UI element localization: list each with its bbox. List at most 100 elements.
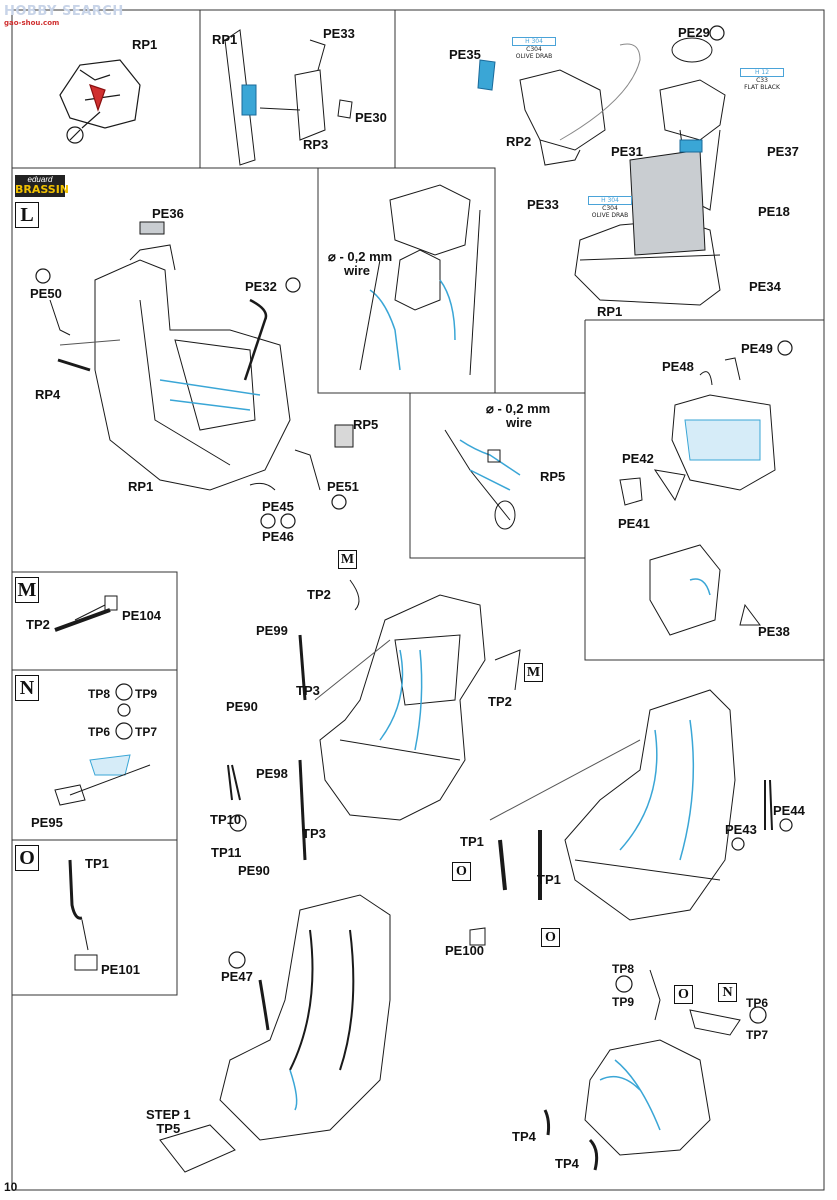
wire-note-1: ⌀ - 0,2 mm wire: [328, 250, 392, 278]
label-tp10: TP10: [210, 812, 242, 827]
label-pe100: PE100: [445, 943, 485, 958]
step-o-detail-drawing: [68, 859, 98, 971]
label-tp4-a: TP4: [512, 1129, 536, 1144]
label-pe99: PE99: [256, 623, 288, 638]
label-pe50: PE50: [30, 286, 62, 301]
label-pe29: PE29: [678, 25, 710, 40]
step1-callout: STEP 1 TP5: [146, 1108, 191, 1136]
label-pe101: PE101: [101, 962, 141, 977]
paint-callout-olive-drab-1: H 304 C304 OLIVE DRAB: [512, 37, 556, 60]
paint-code: H 12: [740, 68, 784, 77]
label-pe31: PE31: [611, 144, 643, 159]
watermark-text: HOBBY SEARCH: [4, 4, 124, 19]
seat-drawing-right-mid: [619, 357, 776, 636]
label-pe33-b: PE33: [527, 197, 559, 212]
label-tp4-b: TP4: [555, 1156, 579, 1171]
rp3-parts-drawing: [224, 29, 353, 166]
watermark: HOBBY SEARCH gao-shou.com: [4, 4, 124, 27]
label-tp6-a: TP6: [88, 725, 111, 739]
label-tp9-b: TP9: [612, 995, 635, 1009]
label-tp2-b: TP2: [307, 587, 331, 602]
step-marker-o: O: [15, 845, 39, 871]
label-pe37: PE37: [767, 144, 799, 159]
step-ref-o-2: O: [541, 928, 560, 947]
label-pe98: PE98: [256, 766, 288, 781]
paint-name: OLIVE DRAB: [591, 212, 629, 219]
label-tp3-a: TP3: [296, 683, 320, 698]
step-ref-n-1: N: [718, 983, 737, 1002]
label-pe90-b: PE90: [238, 863, 270, 878]
step1-title: STEP 1: [146, 1107, 191, 1122]
label-pe41: PE41: [618, 516, 650, 531]
label-rp3: RP3: [303, 137, 329, 152]
label-rp1-c: RP1: [597, 304, 623, 319]
step-ref-o-1: O: [452, 862, 471, 881]
step-ref-o-3: O: [674, 985, 693, 1004]
label-pe45: PE45: [262, 499, 294, 514]
step-marker-n: N: [15, 675, 39, 701]
label-tp6-b: TP6: [746, 996, 769, 1010]
seat-drawing-bottom-center: [159, 894, 391, 1173]
watermark-url: gao-shou.com: [4, 19, 60, 27]
label-tp2-c: TP2: [488, 694, 512, 709]
label-pe35: PE35: [449, 47, 481, 62]
label-rp5-b: RP5: [540, 469, 566, 484]
label-pe46: PE46: [262, 529, 294, 544]
paint-name: OLIVE DRAB: [515, 53, 553, 60]
seat-drawing-step-l: [49, 221, 354, 491]
wire-note-line1: ⌀ - 0,2 mm: [328, 249, 393, 264]
paint-code-alt: C33: [756, 77, 768, 84]
step-marker-l: L: [15, 202, 39, 228]
paint-code: H 304: [588, 196, 632, 205]
label-tp11: TP11: [211, 845, 242, 860]
label-pe36: PE36: [152, 206, 184, 221]
label-pe30: PE30: [355, 110, 387, 125]
label-tp1-a: TP1: [85, 856, 109, 871]
label-tp7-a: TP7: [135, 725, 158, 739]
paint-callout-olive-drab-2: H 304 C304 OLIVE DRAB: [588, 196, 632, 219]
label-pe44: PE44: [773, 803, 805, 818]
label-rp4: RP4: [35, 387, 61, 402]
label-pe43: PE43: [725, 822, 757, 837]
label-rp2: RP2: [506, 134, 532, 149]
paint-callout-flat-black: H 12 C33 FLAT BLACK: [740, 68, 784, 91]
wire-note-2: ⌀ - 0,2 mm wire: [486, 402, 550, 430]
label-rp1-d: RP1: [128, 479, 154, 494]
rp1-headrest-drawing: [59, 59, 141, 144]
label-pe34: PE34: [749, 279, 781, 294]
wire-note-line2: wire: [344, 263, 371, 278]
label-pe90-a: PE90: [226, 699, 258, 714]
wire-note-line1: ⌀ - 0,2 mm: [486, 401, 551, 416]
label-rp5-a: RP5: [353, 417, 379, 432]
label-tp1-b: TP1: [460, 834, 484, 849]
paint-name: FLAT BLACK: [744, 84, 780, 91]
step1-part: TP5: [156, 1121, 181, 1136]
step-marker-m: M: [15, 577, 39, 603]
label-pe51: PE51: [327, 479, 359, 494]
label-tp8-a: TP8: [88, 687, 111, 701]
step-ref-m-2: M: [524, 663, 543, 682]
seat-drawing-center: [227, 579, 521, 861]
label-pe48: PE48: [662, 359, 694, 374]
panel-frames: [11, 9, 825, 1191]
label-pe33-a: PE33: [323, 26, 355, 41]
seat-drawing-right-lower: [469, 689, 773, 946]
label-tp7-b: TP7: [746, 1028, 769, 1042]
label-rp1-b: RP1: [212, 32, 238, 47]
step-m-detail-drawing: [54, 595, 118, 632]
label-pe42: PE42: [622, 451, 654, 466]
label-pe104: PE104: [122, 608, 162, 623]
step-n-detail-drawing: [54, 754, 151, 806]
paint-code: H 304: [512, 37, 556, 46]
paint-code-alt: C304: [526, 46, 542, 53]
label-rp1-a: RP1: [132, 37, 158, 52]
label-pe47: PE47: [221, 969, 253, 984]
label-pe95: PE95: [31, 815, 63, 830]
label-tp8-b: TP8: [612, 962, 635, 976]
seat-drawing-bottom-right: [543, 969, 741, 1171]
label-pe32: PE32: [245, 279, 277, 294]
label-tp3-b: TP3: [302, 826, 326, 841]
label-tp2-a: TP2: [26, 617, 50, 632]
label-tp1-c: TP1: [537, 872, 561, 887]
